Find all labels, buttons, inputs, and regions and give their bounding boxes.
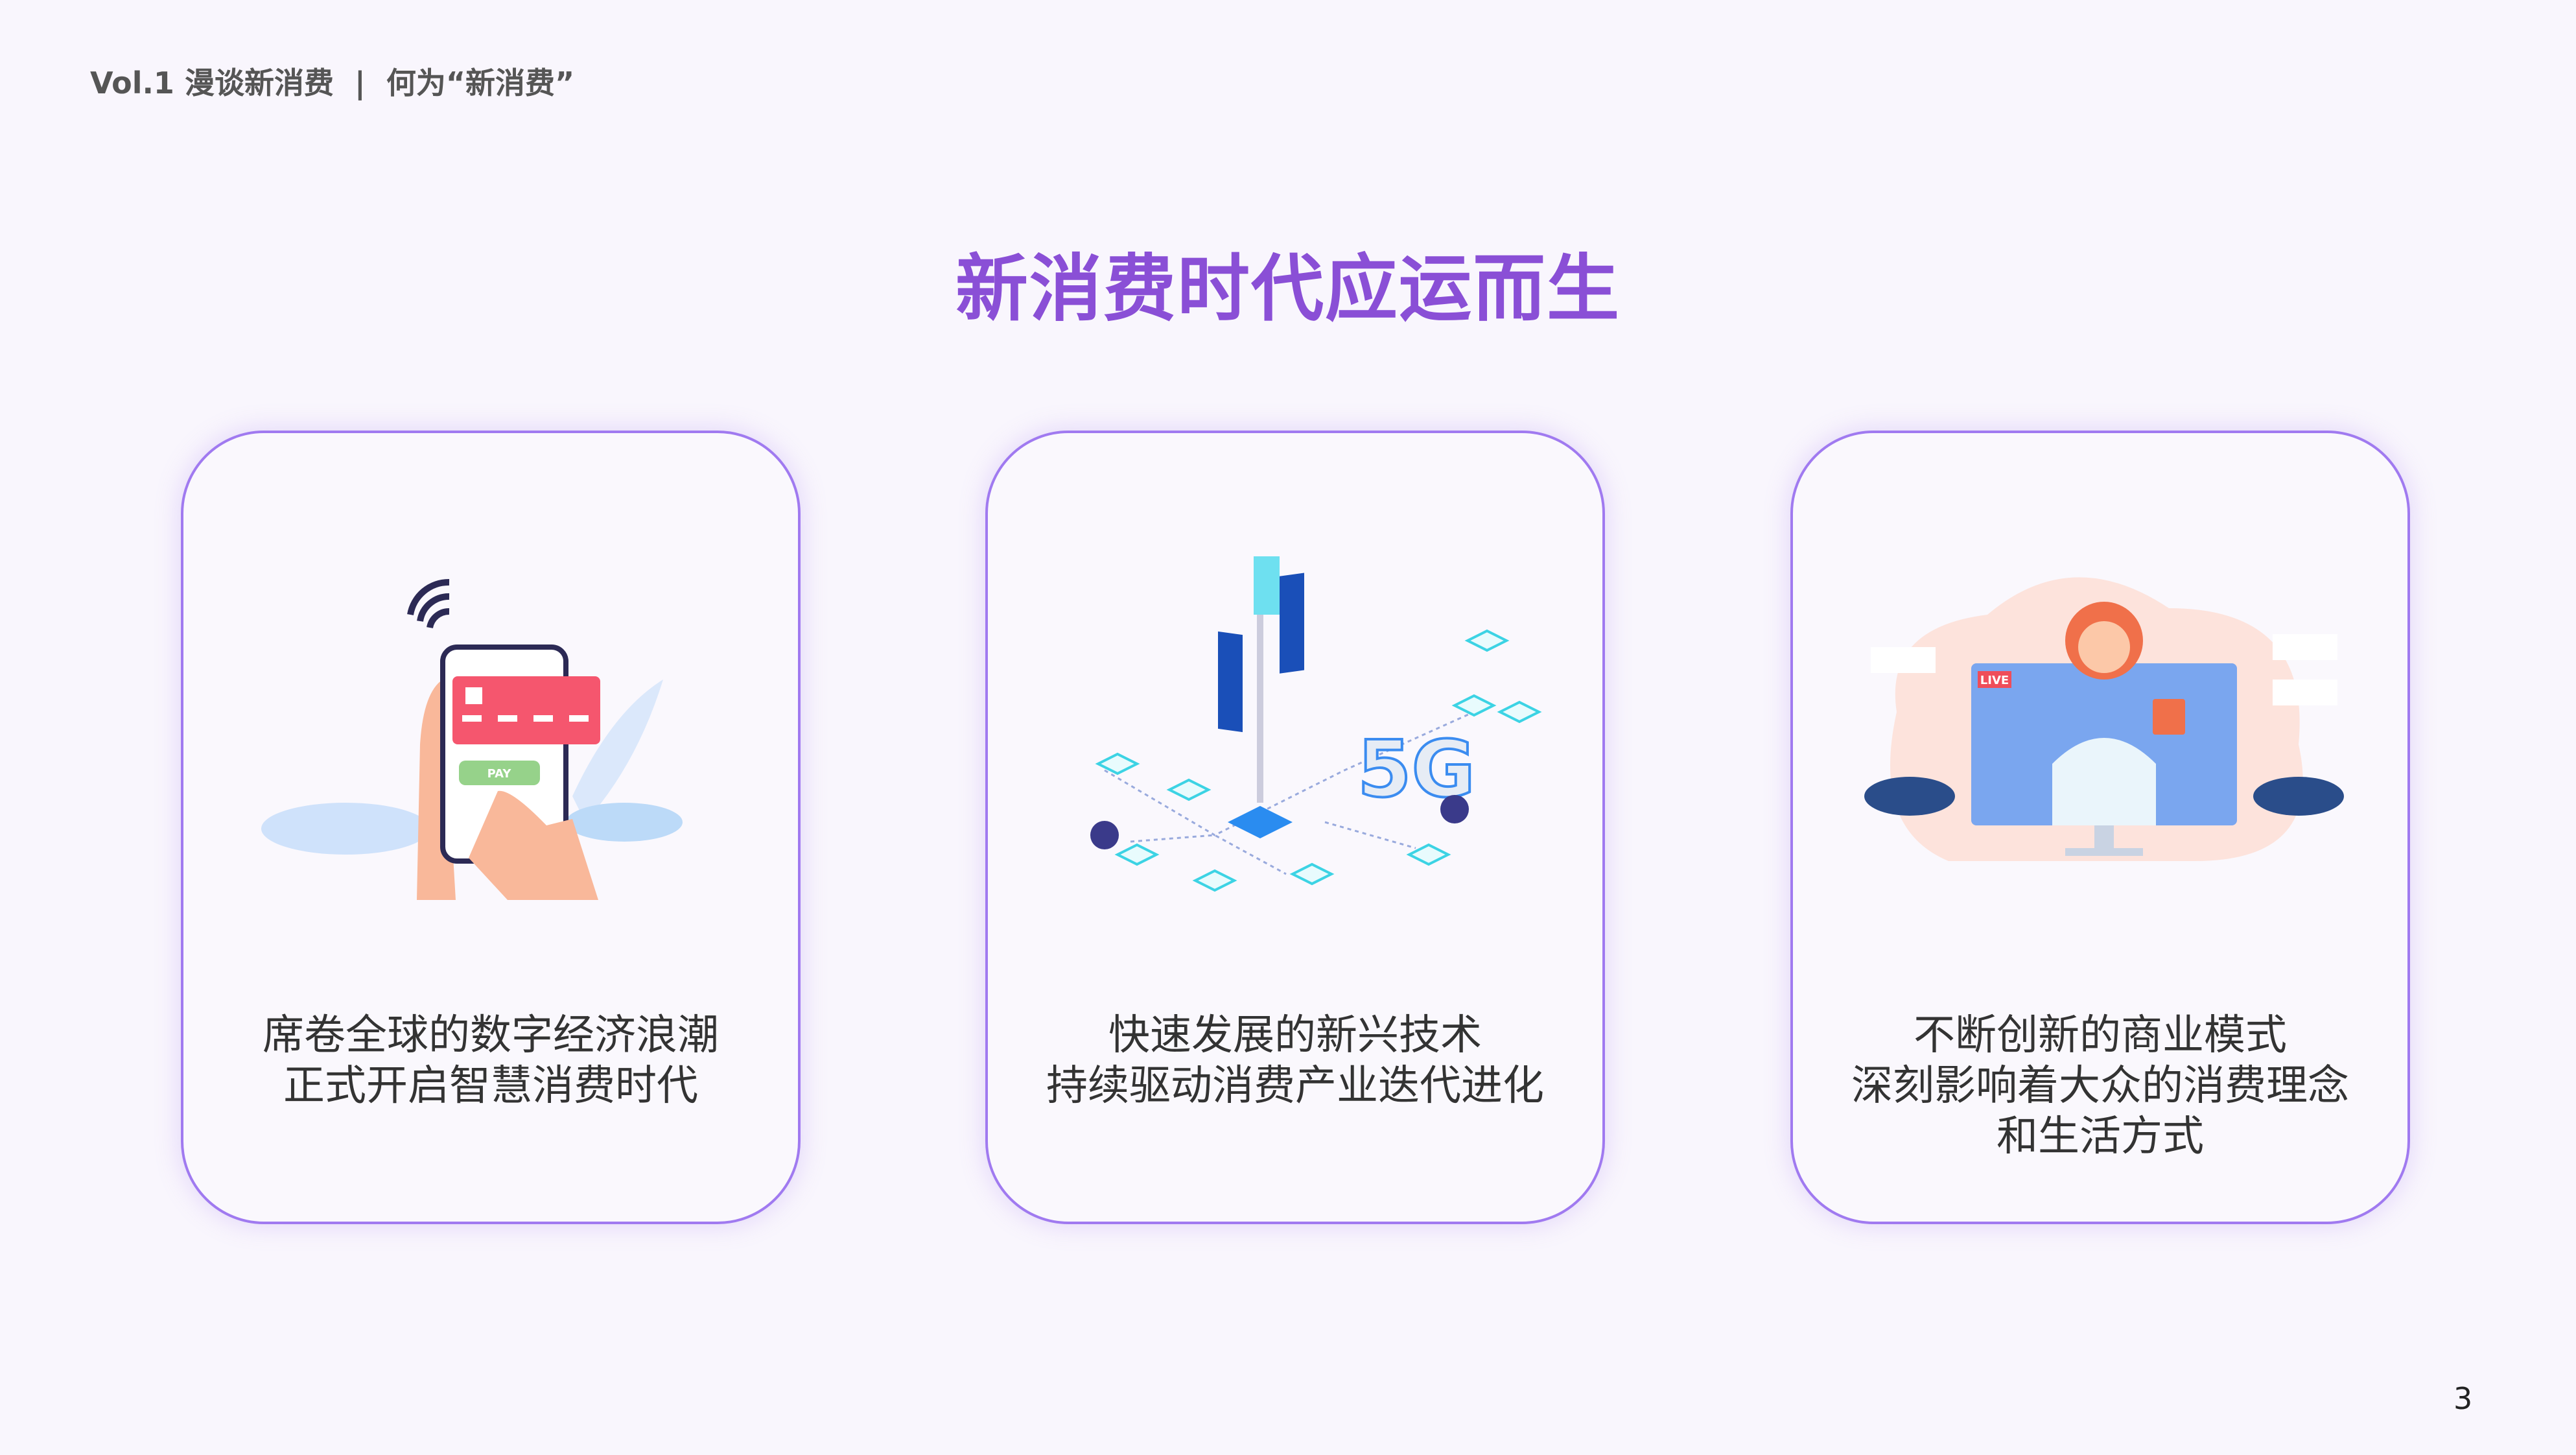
live-badge: LIVE xyxy=(1980,674,2009,687)
live-streaming-illustration: LIVE xyxy=(1864,577,2344,861)
page-title: 新消费时代应运而生 xyxy=(955,247,1621,331)
card-business-model: LIVE 不断创新的商业模式 深刻影响着大众的消费理念 和生活方式 xyxy=(1790,431,2410,1224)
card-emerging-tech: 5G 快速发展的新兴技术 持续驱动消费产业迭代进化 xyxy=(985,431,1605,1224)
pay-button-label: PAY xyxy=(487,767,512,781)
caption-line: 席卷全球的数字经济浪潮 xyxy=(263,1011,719,1059)
caption-line: 持续驱动消费产业迭代进化 xyxy=(1046,1062,1544,1110)
mobile-payment-illustration: PAY xyxy=(261,578,683,900)
caption-line: 深刻影响着大众的消费理念 xyxy=(1851,1062,2349,1110)
5g-tower-illustration: 5G xyxy=(1090,556,1542,892)
breadcrumb: Vol.1 漫谈新消费 | 何为“新消费” xyxy=(90,60,574,102)
separator: | xyxy=(354,65,366,101)
caption-line: 快速发展的新兴技术 xyxy=(1108,1011,1482,1059)
card-caption: 快速发展的新兴技术 持续驱动消费产业迭代进化 xyxy=(988,1010,1602,1111)
caption-line: 和生活方式 xyxy=(1996,1113,2204,1161)
card-caption: 席卷全球的数字经济浪潮 正式开启智慧消费时代 xyxy=(183,1010,798,1111)
card-digital-economy: PAY 席卷全球的数字经济浪潮 正式开启智慧消费时代 xyxy=(181,431,801,1224)
caption-line: 不断创新的商业模式 xyxy=(1914,1011,2287,1059)
series-label: Vol.1 漫谈新消费 xyxy=(90,65,334,101)
card-caption: 不断创新的商业模式 深刻影响着大众的消费理念 和生活方式 xyxy=(1793,1010,2407,1162)
page-number: 3 xyxy=(2453,1381,2473,1416)
section-label: 何为“新消费” xyxy=(386,65,575,101)
caption-line: 正式开启智慧消费时代 xyxy=(283,1062,698,1110)
